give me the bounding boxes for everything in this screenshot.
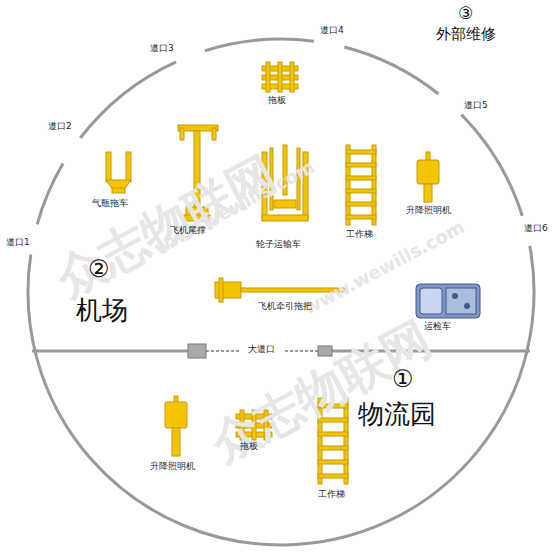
equipment-label: 拖板	[268, 96, 286, 106]
gate-bar	[285, 350, 318, 352]
boundary-arc	[80, 62, 176, 138]
equipment-label: 升降照明机	[406, 206, 451, 216]
callout-number: ①	[392, 366, 414, 392]
gate-post	[188, 344, 206, 358]
equipment-label: 拖板	[240, 442, 258, 452]
inspection-truck-icon	[416, 284, 480, 318]
gate-label: 道口4	[320, 26, 344, 36]
divider-line	[32, 350, 190, 353]
gate-label: 道口1	[6, 238, 30, 248]
equipment-label: 飞机牵引拖把	[258, 302, 312, 312]
callout-number: ③	[458, 4, 473, 23]
gate-label: 道口5	[464, 101, 488, 111]
equipment-label: 工作梯	[346, 230, 373, 240]
gate-label: 道口6	[524, 224, 548, 234]
area-name: 物流园	[358, 400, 436, 429]
work-ladder-icon	[346, 145, 376, 225]
gate-bar	[206, 350, 240, 352]
boundary-ring	[28, 39, 534, 545]
equipment-label: 飞机尾撑	[170, 226, 206, 236]
boundary-arc	[344, 47, 438, 94]
boundary-arc	[37, 164, 63, 225]
gate-label: 大道口	[248, 345, 275, 355]
gate-label: 道口3	[150, 44, 174, 54]
equipment-label: 运检车	[424, 322, 451, 332]
equipment-label: 升降照明机	[150, 462, 195, 472]
area-name: 机场	[76, 296, 128, 325]
boundary-arc	[205, 39, 314, 51]
gas-cylinder-trailer-icon	[106, 152, 131, 193]
lighting-tower-icon	[417, 152, 439, 202]
pallet-icon	[262, 62, 298, 92]
equipment-label: 轮子运输车	[256, 240, 301, 250]
watermark: 众志物联网	[45, 142, 287, 311]
gate-label: 道口2	[48, 122, 72, 132]
lighting-tower-icon	[165, 396, 187, 456]
callout-number: ②	[88, 256, 110, 282]
equipment-label: 气瓶拖车	[92, 199, 128, 209]
boundary-arc	[461, 115, 522, 216]
area-name: 外部维修	[436, 26, 496, 43]
equipment-label: 工作梯	[318, 490, 345, 500]
